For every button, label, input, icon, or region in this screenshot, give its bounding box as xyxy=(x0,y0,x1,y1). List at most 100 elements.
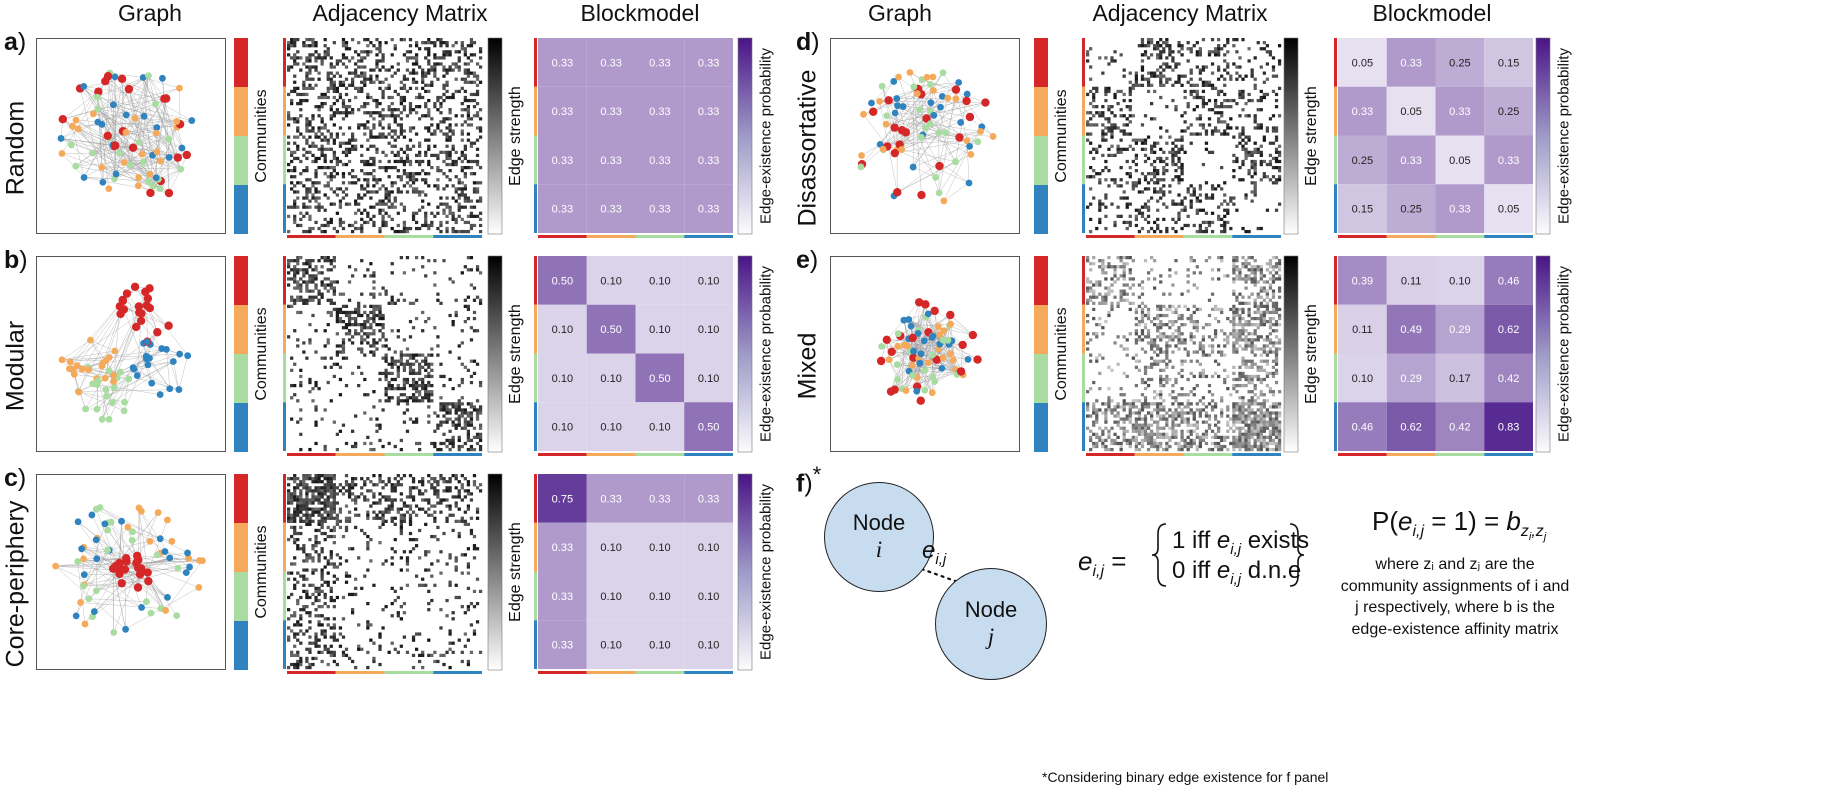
node-j-word: Node xyxy=(964,597,1018,622)
graph-edge xyxy=(78,128,115,147)
block-value: 0.42 xyxy=(1449,422,1470,434)
graph-node xyxy=(68,122,76,130)
graph-node xyxy=(178,144,186,152)
panel-c-label: c) xyxy=(4,464,27,492)
block-value: 0.10 xyxy=(649,591,670,603)
graph-node xyxy=(92,536,100,544)
header-adjacency-left: Adjacency Matrix xyxy=(312,0,488,26)
graph-edge xyxy=(84,549,108,585)
matrix-col-stripe xyxy=(1134,235,1184,238)
graph-edge xyxy=(93,113,157,134)
community-swatch xyxy=(234,87,248,136)
block-value: 0.10 xyxy=(698,275,719,287)
graph-edge xyxy=(932,336,956,370)
matrix-row-stripe xyxy=(1082,135,1085,185)
graph-node xyxy=(917,350,925,358)
graph-edge xyxy=(83,86,149,182)
graph-node xyxy=(74,558,82,565)
graph-edge xyxy=(158,121,177,180)
graph-node xyxy=(138,604,145,611)
graph-node xyxy=(905,316,913,323)
matrix-row-stripe xyxy=(283,620,286,669)
block-cell xyxy=(586,86,636,136)
graph-node xyxy=(868,99,875,107)
block-cell xyxy=(586,135,636,185)
graph-node xyxy=(940,327,948,335)
communities-bar-disassortative xyxy=(1034,38,1048,234)
block-value: 0.10 xyxy=(1449,275,1470,287)
graph-node xyxy=(135,138,143,146)
graph-node xyxy=(120,407,128,415)
block-value: 0.10 xyxy=(600,373,621,385)
block-value: 0.33 xyxy=(552,640,573,652)
graph-node xyxy=(932,173,939,181)
graph-node xyxy=(906,69,914,76)
community-swatch xyxy=(1034,136,1048,185)
panel-d-label: d) xyxy=(796,28,820,56)
graph-edge xyxy=(146,305,148,342)
graph-node xyxy=(105,415,113,423)
block-cell xyxy=(1435,184,1485,233)
block-col-stripe xyxy=(1386,453,1436,456)
graph-node xyxy=(89,149,96,157)
graph-node xyxy=(964,355,972,363)
graph-node xyxy=(145,303,155,313)
block-cell xyxy=(538,522,587,572)
definition-dne: 0 iff ei,j d.n.e xyxy=(1172,557,1302,588)
matrix-col-stripe xyxy=(1086,235,1135,238)
community-swatch xyxy=(234,354,248,403)
graph-node xyxy=(935,161,944,171)
graph-edge xyxy=(133,361,174,368)
block-row-stripe xyxy=(1334,135,1337,185)
block-value: 0.05 xyxy=(1400,106,1421,118)
graph-edge xyxy=(77,521,127,562)
block-cell xyxy=(684,38,733,87)
graph-node xyxy=(159,74,166,82)
block-cell xyxy=(586,304,636,354)
graph-edge xyxy=(108,378,129,420)
graph-edge xyxy=(921,79,957,90)
edge-strength-label-mixed: Edge strength xyxy=(1303,304,1320,404)
block-value: 0.33 xyxy=(649,204,670,216)
block-cell xyxy=(635,353,685,403)
community-swatch xyxy=(1034,305,1048,354)
graph-edge xyxy=(950,314,974,336)
block-value: 0.33 xyxy=(1400,57,1421,69)
block-cell xyxy=(1435,38,1485,87)
graph-edge xyxy=(119,562,187,573)
matrix-col-stripe xyxy=(433,235,482,238)
graph-node xyxy=(70,370,78,378)
block-value: 0.10 xyxy=(698,542,719,554)
block-col-stripe xyxy=(586,671,636,674)
block-value: 0.10 xyxy=(649,640,670,652)
graph-edge xyxy=(178,355,188,390)
graph-node xyxy=(164,593,171,601)
graph-node xyxy=(105,185,113,193)
graph-edge xyxy=(61,350,115,360)
graph-node xyxy=(94,87,103,96)
block-value: 0.10 xyxy=(552,373,573,385)
block-value: 0.33 xyxy=(698,106,719,118)
graph-edge xyxy=(96,309,125,385)
graph-node xyxy=(136,316,146,325)
block-row-stripe xyxy=(1334,353,1337,403)
block-cell xyxy=(1338,256,1387,305)
graph-edge xyxy=(114,76,192,121)
graph-edge xyxy=(925,316,964,376)
graph-edge xyxy=(77,561,86,625)
footnote: *Considering binary edge existence for f… xyxy=(1042,769,1329,785)
graph-node xyxy=(965,179,973,187)
graph-node xyxy=(156,391,164,398)
graph-node xyxy=(80,571,88,579)
block-cell xyxy=(635,620,685,669)
block-cell xyxy=(1435,353,1485,403)
block-value: 0.33 xyxy=(552,106,573,118)
graph-node xyxy=(98,415,106,423)
block-value: 0.33 xyxy=(600,493,621,505)
node-i-index: i xyxy=(875,537,883,563)
graph-node xyxy=(882,335,891,345)
graph-node xyxy=(195,584,203,591)
graph-node xyxy=(930,111,938,119)
block-value: 0.33 xyxy=(552,204,573,216)
graph-node xyxy=(928,389,936,397)
